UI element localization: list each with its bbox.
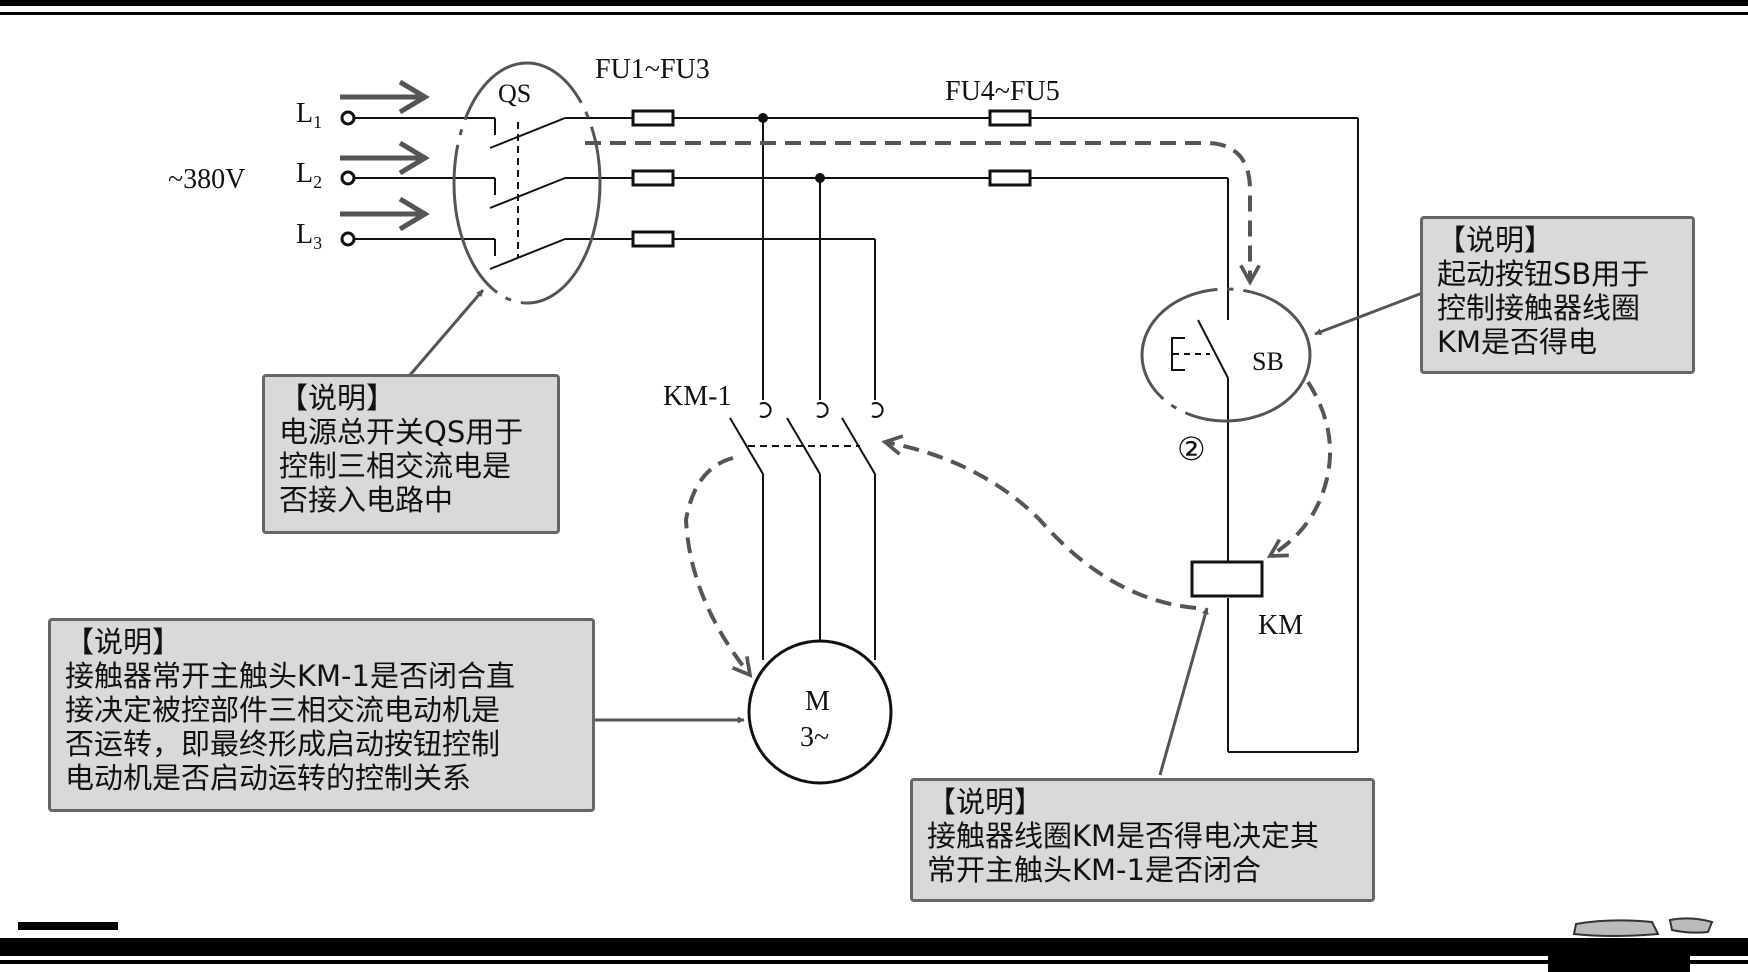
bottom-left-mark <box>18 922 118 930</box>
note-km1-line: 电动机是否启动运转的控制关系 <box>65 761 472 795</box>
l1-letter: L <box>296 98 313 129</box>
note-km1-line: 接触器常开主触头KM-1是否闭合直 <box>65 659 515 693</box>
note-qs: 【说明】 电源总开关QS用于 控制三相交流电是 否接入电路中 <box>262 374 560 534</box>
fu45-label: FU4~FU5 <box>945 76 1060 107</box>
motor-symbol <box>747 639 893 785</box>
bottom-right-mark <box>1548 955 1690 972</box>
qs-label: QS <box>498 79 531 108</box>
note-qs-line: 电源总开关QS用于 <box>279 415 524 449</box>
bottom-border <box>0 938 1748 956</box>
terminals <box>340 110 356 247</box>
note-sb-line: 控制接触器线圈 <box>1437 291 1641 325</box>
note-km-line: 常开主触头KM-1是否闭合 <box>927 853 1261 887</box>
motor-m-label: M <box>805 686 830 717</box>
note-km1-line: 否运转，即最终形成启动按钮控制 <box>65 727 501 761</box>
fuses <box>631 109 1032 248</box>
note-km1-title: 【说明】 <box>65 625 182 659</box>
top-border <box>0 0 1748 6</box>
note-sb-line: 起动按钮SB用于 <box>1437 257 1650 291</box>
input-arrows <box>340 79 430 232</box>
chalk-icon-small <box>1668 917 1714 934</box>
note-qs-line: 否接入电路中 <box>279 483 454 517</box>
note-sb-title: 【说明】 <box>1437 223 1554 257</box>
l3-subscript: 3 <box>313 233 322 253</box>
circle-2-label: ② <box>1177 431 1206 467</box>
l1-subscript: 1 <box>313 112 322 132</box>
note-km-title: 【说明】 <box>927 785 1044 819</box>
note-pointer-arrows <box>408 289 1426 776</box>
sb-highlight-ellipse <box>1140 287 1312 423</box>
dashed-flow-arrows <box>585 141 1333 675</box>
km1-contacts <box>729 402 884 475</box>
l1-label: L1 <box>296 98 322 132</box>
qs-switch-blades <box>489 117 566 270</box>
fu13-label: FU1~FU3 <box>595 54 710 85</box>
note-sb-line: KM是否得电 <box>1437 325 1598 359</box>
l2-letter: L <box>296 158 313 189</box>
l2-label: L2 <box>296 158 322 192</box>
l3-letter: L <box>296 219 313 250</box>
sb-label: SB <box>1252 347 1284 376</box>
note-km1-line: 接决定被控部件三相交流电动机是 <box>65 693 501 727</box>
l3-label: L3 <box>296 219 322 253</box>
km1-label: KM-1 <box>663 381 731 412</box>
note-qs-line: 控制三相交流电是 <box>279 449 512 483</box>
note-sb: 【说明】 起动按钮SB用于 控制接触器线圈 KM是否得电 <box>1420 216 1695 374</box>
note-km: 【说明】 接触器线圈KM是否得电决定其 常开主触头KM-1是否闭合 <box>910 778 1375 902</box>
note-qs-title: 【说明】 <box>279 381 396 415</box>
note-km-line: 接触器线圈KM是否得电决定其 <box>927 819 1320 853</box>
sb-button-symbol <box>1171 319 1229 379</box>
qs-highlight-ellipse <box>452 61 602 305</box>
top-border-thin <box>0 12 1748 15</box>
bottom-border-thin <box>0 960 1748 964</box>
motor-3-label: 3~ <box>800 722 829 753</box>
l2-subscript: 2 <box>313 172 322 192</box>
chalk-icon <box>1572 919 1660 937</box>
km-coil <box>1190 560 1264 598</box>
note-km1: 【说明】 接触器常开主触头KM-1是否闭合直 接决定被控部件三相交流电动机是 否… <box>48 618 595 812</box>
km-label: KM <box>1258 610 1303 641</box>
junction-dots <box>758 113 825 183</box>
voltage-label: ~380V <box>168 164 245 195</box>
phase-wires <box>354 117 1359 753</box>
